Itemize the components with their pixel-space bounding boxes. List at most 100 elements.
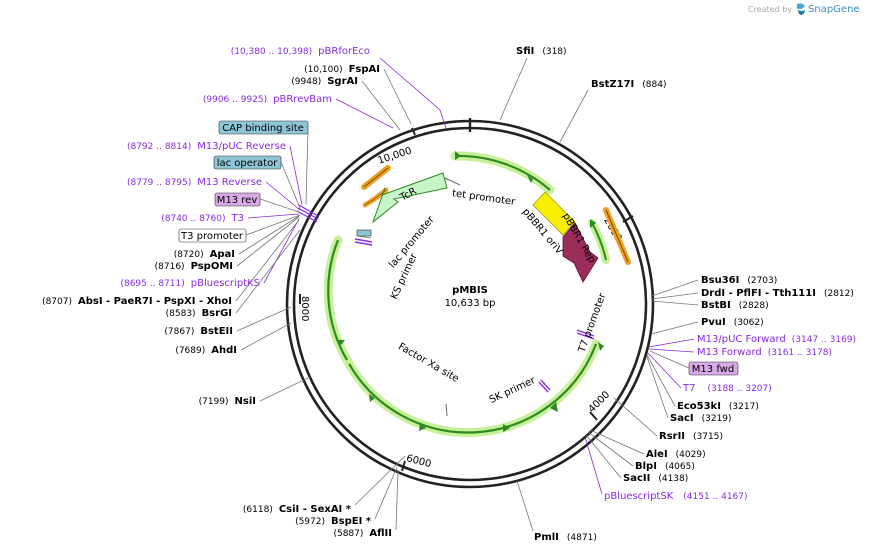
svg-text:PmlI(4871): PmlI(4871) <box>534 532 597 543</box>
svg-text:(8716)PspOMI: (8716)PspOMI <box>155 261 233 272</box>
t7-promoter-marker <box>576 329 595 340</box>
svg-text:T7(3188 .. 3207): T7(3188 .. 3207) <box>682 383 772 394</box>
right-label-m13-forward: M13 Forward(3161 .. 3178) <box>648 347 832 358</box>
svg-text:RsrII(3715): RsrII(3715) <box>659 431 723 442</box>
right-label-eco53ki: Eco53kI(3217) <box>646 354 759 412</box>
svg-text:(8720)ApaI: (8720)ApaI <box>174 249 235 260</box>
svg-text:(10,100)FspAI: (10,100)FspAI <box>304 64 380 75</box>
svg-text:lac operator: lac operator <box>217 158 278 169</box>
left-label-apai: (8720)ApaI <box>174 215 300 260</box>
left-label-bsrgi: (8583)BsrGI <box>166 229 301 319</box>
sk-primer-marker <box>538 379 551 393</box>
right-label-pbluescriptsk: pBluescriptSK(4151 .. 4167) <box>584 436 748 502</box>
svg-text:BstZ17I(884): BstZ17I(884) <box>591 79 666 90</box>
plasmid-name: pMBIS <box>452 285 488 296</box>
right-label-drdi-multi: DrdI - PflFI - Tth111I(2812) <box>651 288 854 300</box>
factor-xa-marker <box>445 403 448 417</box>
right-label-blpi: BlpI(4065) <box>587 431 695 472</box>
pbbr1-oriv-feature <box>532 191 576 236</box>
svg-text:(8583)BsrGI: (8583)BsrGI <box>166 308 232 319</box>
svg-text:10,000: 10,000 <box>377 145 414 166</box>
orf-tet-arrow <box>450 151 555 195</box>
svg-text:M13/pUC Forward(3147 .. 3169): M13/pUC Forward(3147 .. 3169) <box>697 334 856 345</box>
svg-text:SfiI(318): SfiI(318) <box>516 46 567 57</box>
svg-text:(8740 .. 8760)T3: (8740 .. 8760)T3 <box>161 213 244 224</box>
left-label-aflii: (5887)AflII <box>333 469 399 539</box>
right-label-bstbi: BstBI(2828) <box>651 300 769 311</box>
left-site-cluster <box>296 204 319 223</box>
primer-orange-right <box>603 207 631 265</box>
svg-text:M13 fwd: M13 fwd <box>692 364 734 375</box>
plasmid-size: 10,633 bp <box>445 298 496 309</box>
svg-text:BstBI(2828): BstBI(2828) <box>701 300 769 311</box>
svg-text:SacII(4138): SacII(4138) <box>623 473 688 484</box>
svg-text:(8695 .. 8711)pBluescriptKS: (8695 .. 8711)pBluescriptKS <box>120 278 260 289</box>
right-label-alei: AleI(4029) <box>589 429 706 460</box>
left-label-t3-promoter-box: T3 promoter <box>178 214 301 243</box>
right-label-pvui: PvuI(3062) <box>650 317 764 335</box>
left-label-pbrrevbam: (9906 .. 9925)pBRrevBam <box>203 94 394 129</box>
svg-text:Eco53kI(3217): Eco53kI(3217) <box>677 401 759 412</box>
svg-text:DrdI - PflFI - Tth111I(2812): DrdI - PflFI - Tth111I(2812) <box>701 288 854 299</box>
svg-text:(5972)BspEI *: (5972)BspEI * <box>295 516 372 527</box>
right-label-m13puc-forward: M13/pUC Forward(3147 .. 3169) <box>648 334 856 348</box>
tick-10000: 10,000 <box>377 127 416 167</box>
svg-text:M13 rev: M13 rev <box>217 195 258 206</box>
orf-large-arrow <box>323 235 604 437</box>
right-label-rsrii: RsrII(3715) <box>613 397 723 442</box>
left-label-m13-rev-box: M13 rev <box>214 192 300 213</box>
svg-text:(10,380 .. 10,398)pBRforEco: (10,380 .. 10,398)pBRforEco <box>231 46 370 57</box>
tcr-arrow: TcR <box>371 172 448 224</box>
pbbr1-rep-arrow <box>562 222 599 283</box>
snapgene-logo-icon <box>796 3 805 15</box>
svg-text:PvuI(3062): PvuI(3062) <box>701 317 764 328</box>
left-label-fspai: (10,100)FspAI <box>304 64 412 125</box>
watermark-brand: SnapGene <box>808 4 860 15</box>
lac-promoter-marker <box>354 229 373 246</box>
right-label-saci: SacI(3219) <box>646 356 732 424</box>
svg-text:(7199)NsiI: (7199)NsiI <box>199 396 256 407</box>
watermark-created-by: Created by <box>748 5 792 14</box>
left-label-m13-reverse: (8779 .. 8795)M13 Reverse <box>127 177 301 211</box>
left-label-bspei: (5972)BspEI * <box>295 466 398 527</box>
svg-text:(9906 .. 9925)pBRrevBam: (9906 .. 9925)pBRrevBam <box>203 94 332 105</box>
svg-text:(5887)AflII: (5887)AflII <box>333 528 392 539</box>
tet-promoter-marker <box>444 177 461 186</box>
svg-text:M13 Forward(3161 .. 3178): M13 Forward(3161 .. 3178) <box>697 347 832 358</box>
left-label-absi-multi: (8707)AbsI - PaeR7I - PspXI - XhoI <box>42 219 300 307</box>
svg-text:CAP binding site: CAP binding site <box>222 123 304 134</box>
right-label-sacii: SacII(4138) <box>585 434 688 484</box>
svg-text:Bsu36I(2703): Bsu36I(2703) <box>701 275 777 286</box>
svg-text:(6118)CsiI - SexAI *: (6118)CsiI - SexAI * <box>243 504 352 515</box>
primer-orange-top <box>361 165 391 208</box>
left-label-pspomi: (8716)PspOMI <box>155 216 300 272</box>
svg-text:SacI(3219): SacI(3219) <box>670 413 732 424</box>
svg-text:(8779 .. 8795)M13 Reverse: (8779 .. 8795)M13 Reverse <box>127 177 262 188</box>
left-label-sgrai: (9948)SgrAI <box>291 76 401 131</box>
left-label-m13puc-reverse: (8792 .. 8814)M13/pUC Reverse <box>127 141 303 206</box>
tick-4000: 4000 <box>586 389 612 421</box>
left-label-lac-operator: lac operator <box>213 155 301 209</box>
right-label-t7: T7(3188 .. 3207) <box>647 352 772 394</box>
left-label-bsteii: (7867)BstEII <box>164 306 292 337</box>
svg-text:pBluescriptSK(4151 .. 4167): pBluescriptSK(4151 .. 4167) <box>604 491 748 502</box>
svg-text:(7689)AhdI: (7689)AhdI <box>175 345 237 356</box>
right-label-pmli: PmlI(4871) <box>516 480 597 543</box>
svg-text:(7867)BstEII: (7867)BstEII <box>164 326 233 337</box>
right-label-bsu36i: Bsu36I(2703) <box>651 275 777 297</box>
svg-text:T3 promoter: T3 promoter <box>180 231 244 242</box>
left-label-csii-multi: (6118)CsiI - SexAI * <box>243 455 406 515</box>
svg-text:AleI(4029): AleI(4029) <box>646 449 706 460</box>
left-label-t3: (8740 .. 8760)T3 <box>161 213 300 224</box>
sk-primer-label: SK primer <box>488 375 538 406</box>
svg-text:8000: 8000 <box>299 296 310 321</box>
left-label-pbluescriptks: (8695 .. 8711)pBluescriptKS <box>120 218 300 289</box>
left-label-cap-binding-site: CAP binding site <box>218 120 309 205</box>
right-label-m13-fwd-box: M13 fwd <box>649 350 739 376</box>
left-label-ahdi: (7689)AhdI <box>175 322 292 356</box>
svg-text:(8707)AbsI - PaeR7I - PspXI: (8707)AbsI - PaeR7I - PspXI - XhoI <box>42 296 232 307</box>
svg-text:(8792 .. 8814)M13/pUC Reverse: (8792 .. 8814)M13/pUC Reverse <box>127 141 286 152</box>
left-label-nsii: (7199)NsiI <box>199 376 311 407</box>
